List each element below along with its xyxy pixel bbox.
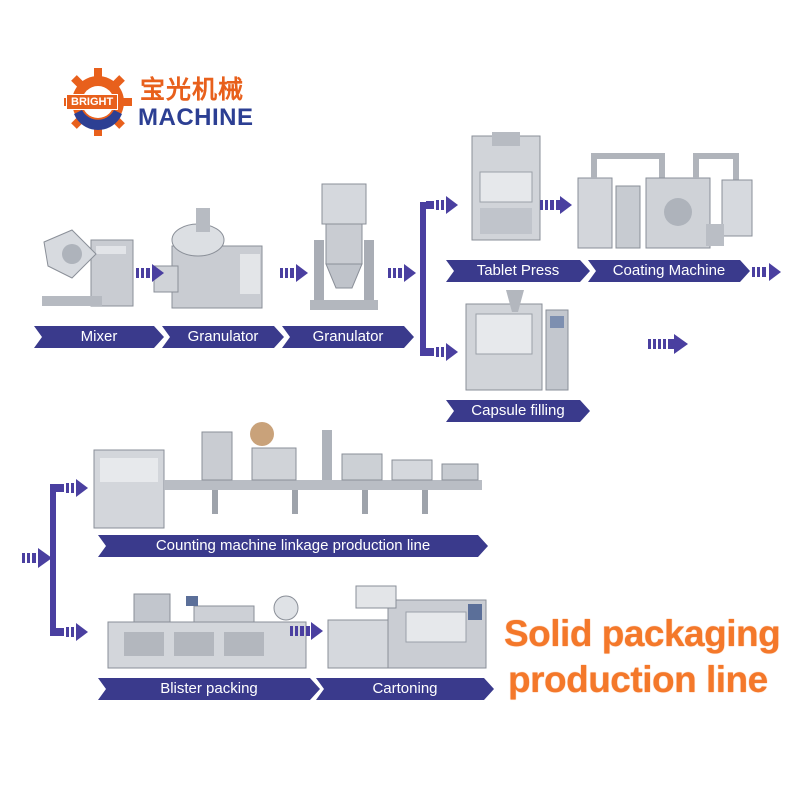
cartoning-label: Cartoning [316, 678, 494, 700]
blister-packing-machine-image [107, 593, 307, 669]
arrow-into-packaging-icon [22, 548, 52, 568]
arrow-tablet-to-coating-icon [540, 196, 572, 214]
tablet-press-machine-image [471, 132, 541, 241]
counting-line-label: Counting machine linkage production line [98, 535, 488, 557]
brand-english-name: MACHINE [138, 104, 254, 131]
cartoning-label-text: Cartoning [372, 680, 438, 697]
headline-line-2: production line [508, 659, 768, 700]
coating-machine-image [577, 153, 753, 249]
capsule-filling-machine-image [465, 290, 569, 391]
mixer-label: Mixer [34, 326, 164, 348]
brand-logo: BRIGHT 宝光机械 MACHINE [62, 64, 262, 144]
tablet-press-label-text: Tablet Press [476, 262, 560, 279]
cartoning-machine-image [327, 585, 487, 669]
headline-line-1: Solid packaging [504, 613, 781, 654]
granulator-1-machine-image [153, 208, 263, 309]
granulator-1-label-text: Granulator [187, 328, 259, 345]
counting-line-label-text: Counting machine linkage production line [155, 537, 431, 554]
branch-connector-bottom-icon [50, 479, 88, 641]
mixer-machine-image [42, 229, 134, 307]
tablet-press-label: Tablet Press [446, 260, 590, 282]
counting-line-machine-image [93, 422, 482, 529]
blister-packing-label: Blister packing [98, 678, 320, 700]
arrow-after-capsule-icon [648, 334, 688, 354]
coating-machine-label: Coating Machine [588, 260, 750, 282]
brand-chinese-name: 宝光机械 [140, 76, 245, 104]
arrow-granulator-to-branch-icon [388, 264, 416, 282]
granulator-1-label: Granulator [162, 326, 284, 348]
arrow-blister-to-cartoning-icon [290, 622, 323, 640]
arrow-mixer-to-granulator-icon [136, 264, 164, 282]
capsule-filling-label-text: Capsule filling [471, 402, 565, 419]
blister-packing-label-text: Blister packing [160, 680, 258, 697]
capsule-filling-label: Capsule filling [446, 400, 590, 422]
granulator-2-label: Granulator [282, 326, 414, 348]
coating-machine-label-text: Coating Machine [612, 262, 726, 279]
branch-connector-top-icon [420, 196, 458, 361]
mixer-label-text: Mixer [80, 328, 118, 345]
granulator-2-machine-image [310, 183, 378, 310]
arrow-granulator-to-granulator-icon [280, 264, 308, 282]
granulator-2-label-text: Granulator [312, 328, 384, 345]
gear-text: BRIGHT [66, 94, 119, 110]
arrow-after-coating-icon [752, 263, 781, 281]
